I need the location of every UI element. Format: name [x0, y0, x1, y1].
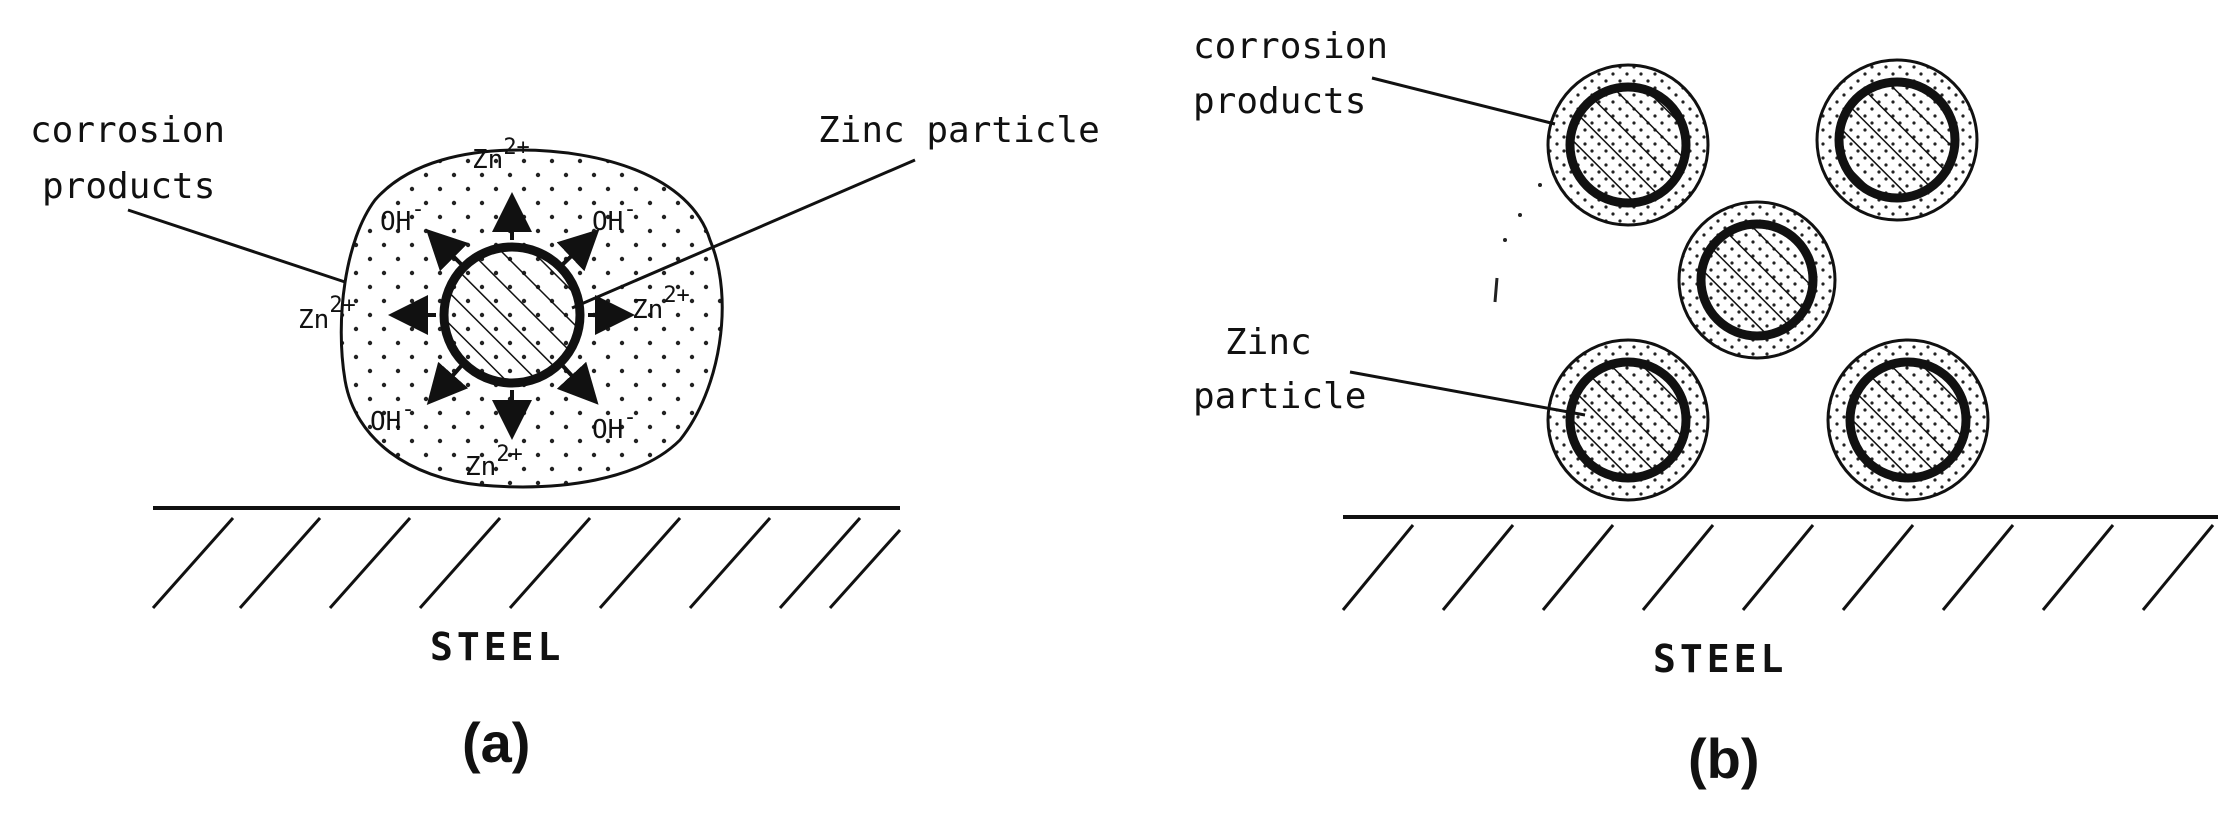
coated-particle-3 [1677, 200, 1837, 360]
zinc-particle-label-b-line2: particle [1193, 376, 1366, 417]
zinc-core [1565, 82, 1691, 208]
ion-right: Zn2+ [632, 283, 690, 325]
zinc-particle-a [439, 242, 585, 388]
corrosion-products-leader-a [127, 208, 346, 284]
zinc-core [1696, 219, 1818, 341]
corrosion-products-label-a-line1: corrosion [30, 110, 225, 151]
ion-flow-arrows [388, 192, 635, 440]
corrosion-products-label-b-line2: products [1193, 81, 1366, 122]
stray-marks [1493, 183, 1542, 303]
steel-label-b: STEEL [1653, 637, 1787, 681]
zinc-particle-label-a: Zinc particle [818, 110, 1100, 151]
zinc-core [1845, 357, 1971, 483]
ion-bottom: Zn2+ [465, 442, 523, 482]
panel-a: Zn2+ OH- OH- Zn2+ Zn2+ OH- OH- Zn2+ corr… [30, 110, 1100, 774]
zinc-core [1565, 357, 1691, 483]
coated-particle-1 [1546, 63, 1710, 227]
panel-b-caption: (b) [1688, 727, 1760, 790]
zinc-particle-leader-a [571, 158, 916, 310]
coated-particle-4 [1546, 338, 1710, 502]
corrosion-products-leader-b [1371, 76, 1556, 126]
ion-top: Zn2+ [472, 135, 530, 175]
panel-b: corrosion products Zinc particle STEEL (… [1193, 26, 2218, 790]
steel-hatch-b [1341, 524, 2215, 611]
steel-label-a: STEEL [430, 625, 564, 669]
zinc-particle-leader-b [1349, 370, 1586, 417]
ion-upper-left: OH- [380, 197, 425, 237]
steel-hatch-a [151, 517, 902, 610]
ion-left: Zn2+ [298, 293, 356, 335]
coated-particle-2 [1815, 58, 1979, 222]
panel-a-caption: (a) [462, 711, 530, 774]
corrosion-products-label-a-line2: products [42, 166, 215, 207]
corrosion-products-label-b-line1: corrosion [1193, 26, 1388, 67]
coated-particle-5 [1826, 338, 1990, 502]
ion-lower-right: OH- [592, 405, 637, 445]
ion-lower-left: OH- [370, 397, 415, 437]
ion-upper-right: OH- [592, 197, 637, 237]
zinc-particle-label-b-line1: Zinc [1225, 322, 1312, 363]
zinc-core [1834, 77, 1960, 203]
